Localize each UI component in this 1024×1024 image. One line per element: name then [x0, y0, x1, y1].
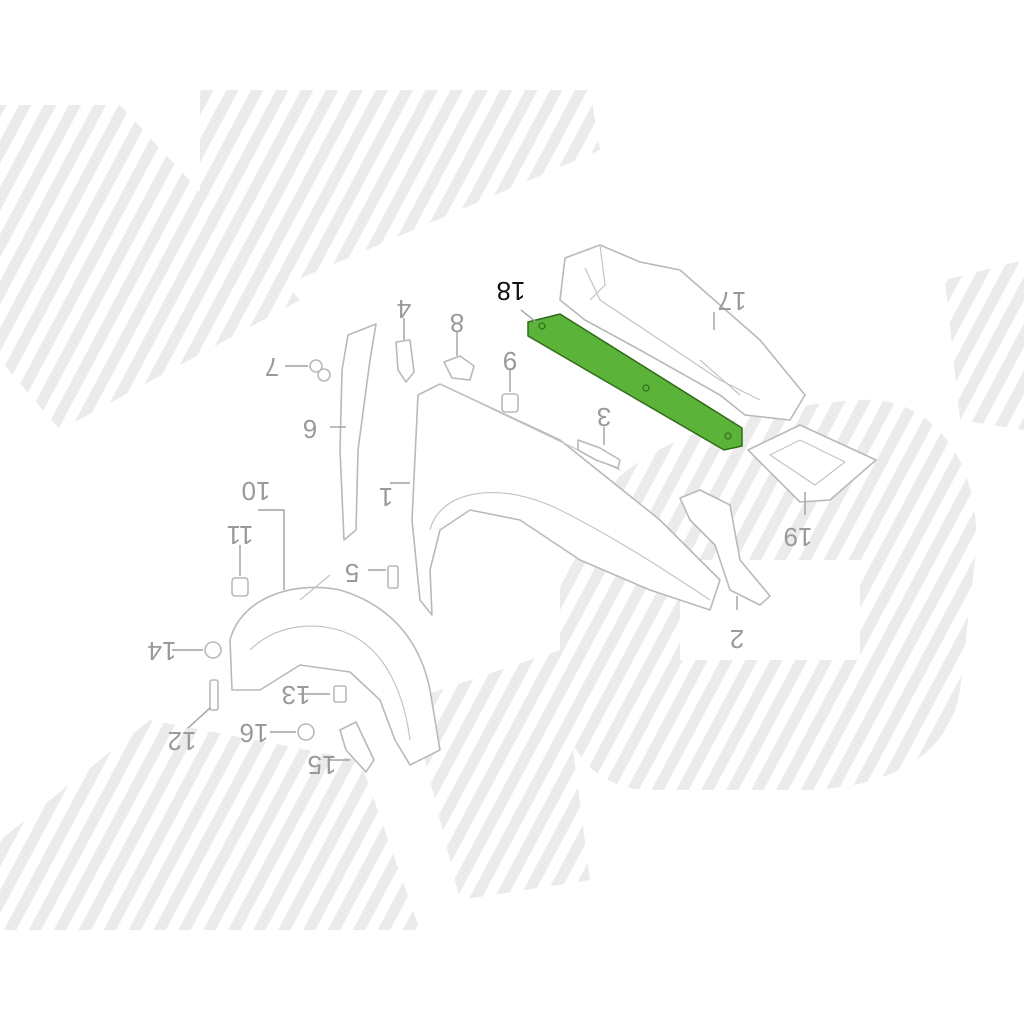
watermark-shape-left — [0, 105, 300, 430]
watermark-shape-bottom-left — [0, 720, 420, 930]
part-8-clip — [443, 355, 475, 381]
label-part-7: 7 — [265, 352, 279, 382]
part-18-bracket[interactable] — [527, 313, 743, 451]
part-10-liner — [229, 574, 441, 766]
label-part-3: 3 — [597, 402, 611, 432]
label-part-19: 19 — [784, 522, 813, 552]
part-17-panel — [559, 244, 806, 421]
label-part-13: 13 — [282, 680, 311, 710]
label-part-4: 4 — [397, 294, 411, 324]
label-part-16: 16 — [240, 718, 269, 748]
part-14-nut — [204, 641, 222, 659]
watermark-shape-bottom-mid — [410, 650, 590, 900]
part-15-bracket — [339, 721, 375, 773]
part-18-hole — [538, 322, 546, 330]
watermark-shape-g — [560, 399, 977, 790]
label-part-11: 11 — [227, 520, 254, 550]
part-19-plate — [747, 424, 877, 503]
label-part-18: 18 — [497, 276, 526, 306]
watermark-shape-top — [200, 90, 600, 300]
part-labels: 1 2 3 4 5 6 7 8 9 10 11 12 13 14 15 16 1… — [148, 276, 813, 780]
part-5-bolt — [387, 565, 399, 589]
watermark — [0, 90, 1024, 930]
label-part-12: 12 — [168, 726, 197, 756]
label-part-14: 14 — [148, 636, 177, 666]
label-part-17: 17 — [718, 286, 747, 316]
label-part-1: 1 — [379, 482, 393, 512]
part-18-edge — [527, 313, 743, 429]
part-16-nut — [297, 723, 315, 741]
part-9-clip — [501, 393, 519, 413]
label-part-5: 5 — [345, 558, 359, 588]
part-12-bolt — [209, 679, 219, 711]
label-part-8: 8 — [450, 308, 464, 338]
label-part-10: 10 — [242, 476, 271, 506]
watermark-shape-right-top — [945, 260, 1024, 430]
leader-lines — [172, 309, 806, 761]
part-7-clip — [309, 359, 331, 382]
part-4-clip — [395, 339, 415, 383]
part-18-hole — [724, 432, 732, 440]
part-18-hole — [642, 384, 650, 392]
part-11-clip — [231, 577, 249, 597]
label-part-2: 2 — [730, 624, 744, 654]
label-part-6: 6 — [303, 414, 317, 444]
part-2-bracket — [679, 489, 771, 606]
label-part-9: 9 — [503, 346, 517, 376]
part-3-clip — [577, 439, 621, 469]
part-6-strip — [339, 323, 377, 541]
part-13-bolt — [333, 685, 347, 703]
label-part-15: 15 — [308, 750, 337, 780]
part-1-fender — [411, 383, 721, 616]
